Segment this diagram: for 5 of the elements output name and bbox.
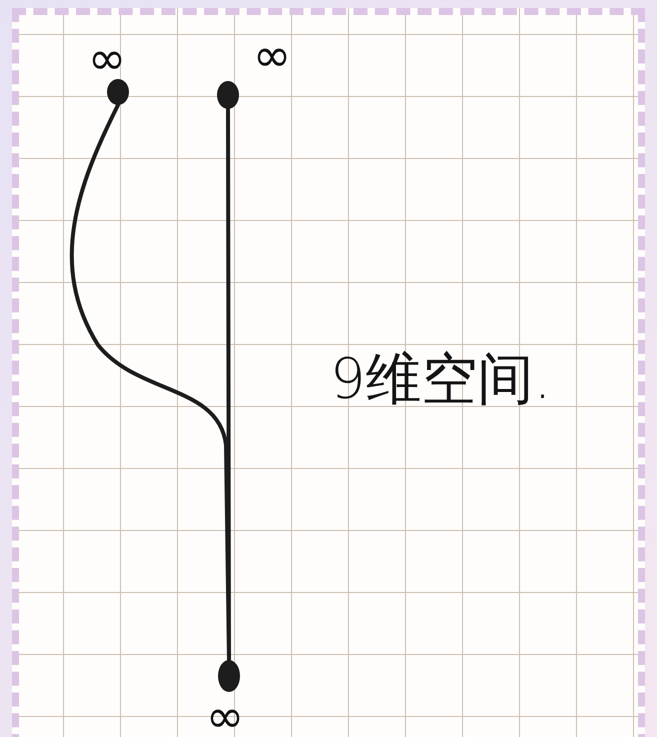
note-text: 9维空间. — [330, 352, 552, 408]
infinity-symbol: ∞ — [252, 32, 292, 78]
infinity-symbol: ∞ — [206, 693, 244, 737]
curve-line — [226, 107, 231, 662]
infinity-symbol: ∞ — [88, 35, 126, 81]
